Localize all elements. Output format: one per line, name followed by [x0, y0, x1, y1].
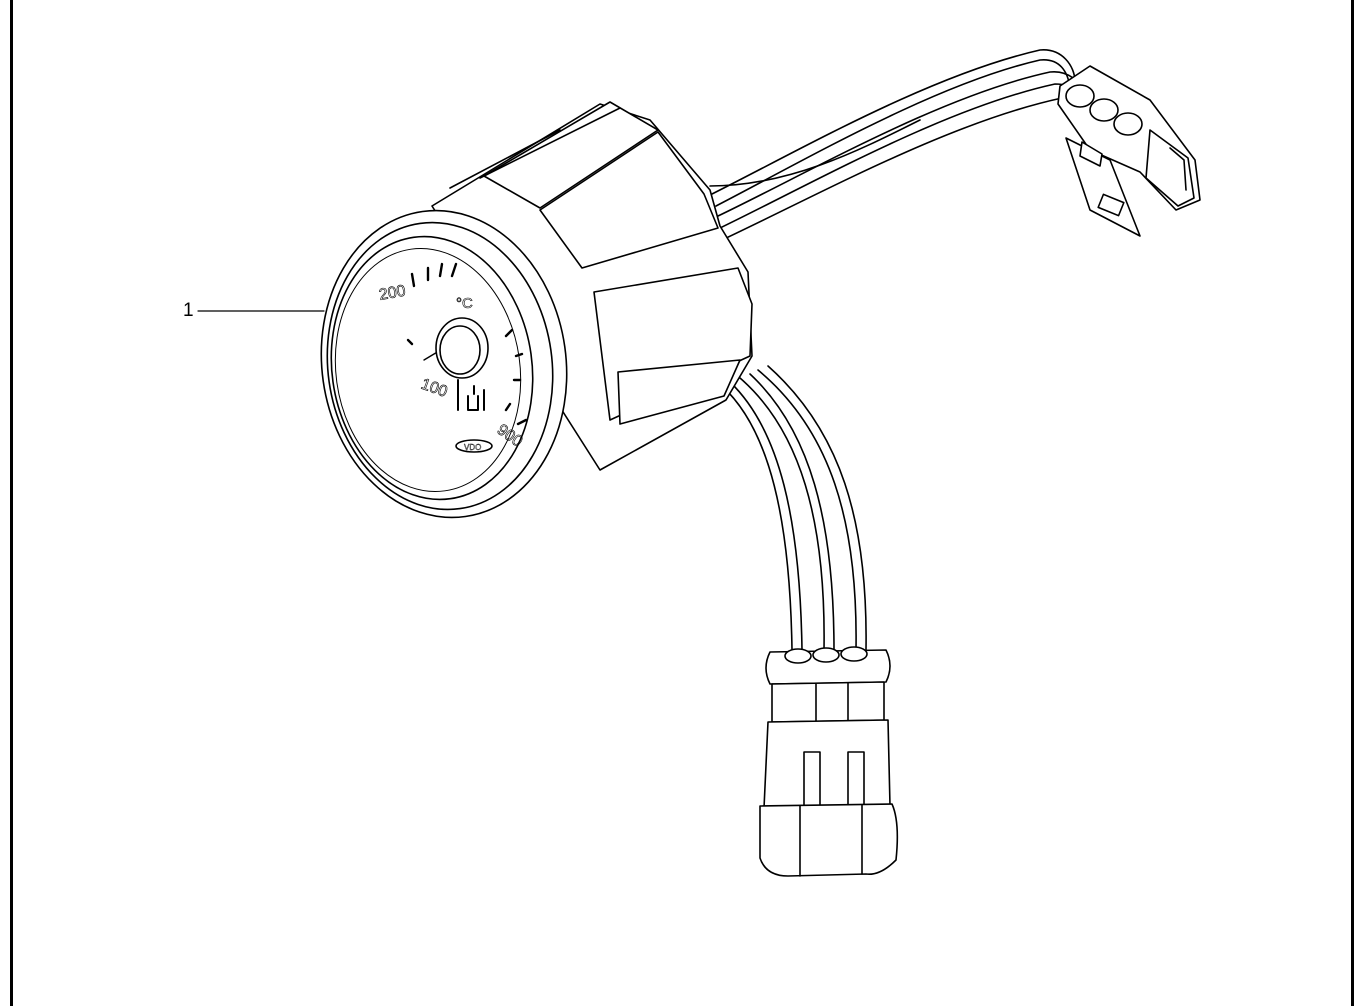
callout-number-1: 1 — [183, 300, 194, 321]
frame-left-border — [10, 0, 13, 1006]
scale-label-200: 200 — [378, 283, 407, 304]
gauge-body — [431, 101, 753, 471]
lower-cable-bundle — [721, 365, 867, 651]
top-connector — [1057, 65, 1201, 237]
unit-label: °C — [456, 295, 473, 312]
frame-right-border — [1351, 0, 1354, 1006]
brand-badge — [455, 439, 493, 453]
bottom-connector — [759, 646, 899, 877]
brand-label: VDO — [464, 443, 481, 452]
engine-temperature-icon — [457, 379, 485, 411]
gauge-face — [330, 235, 534, 501]
upper-cable-bundle — [709, 49, 1119, 241]
